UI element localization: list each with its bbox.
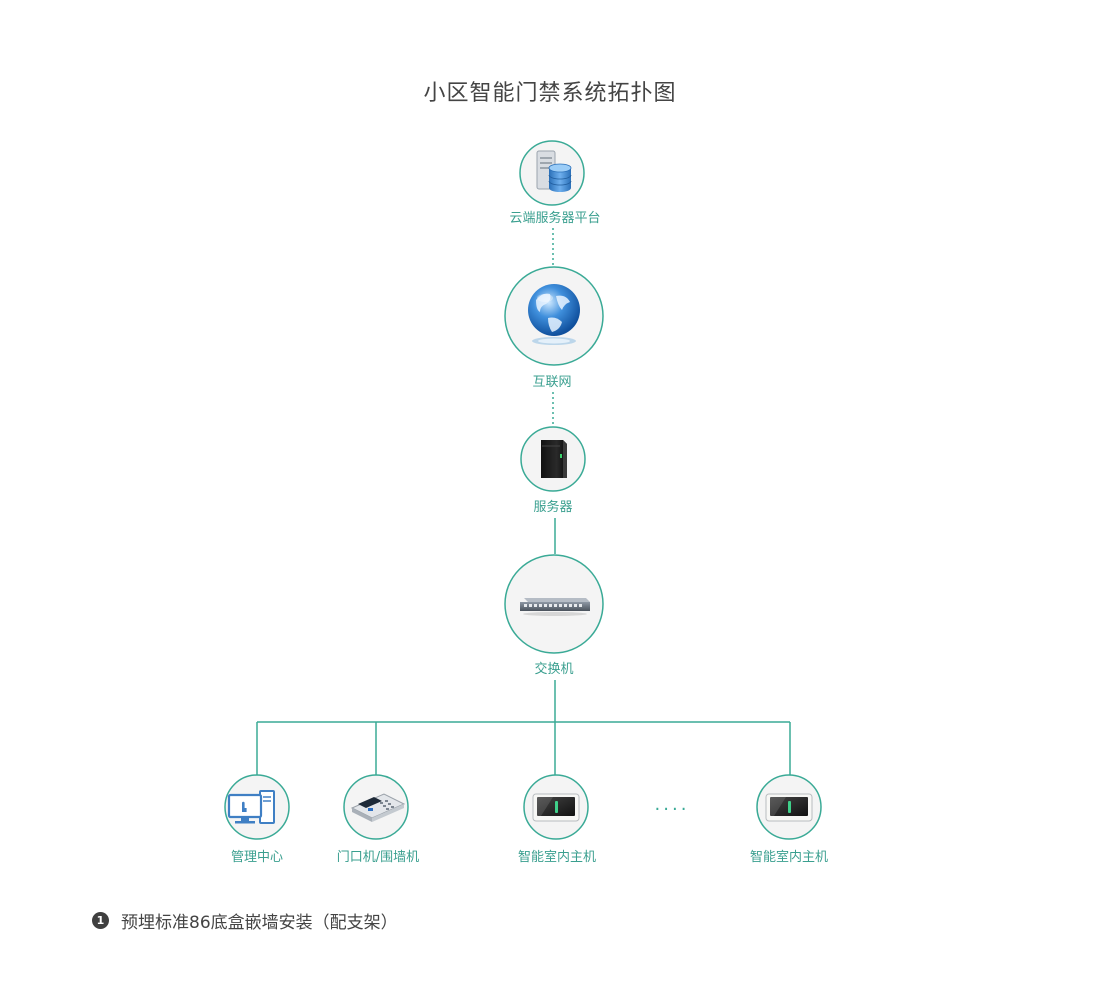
node-label-door: 门口机/围墙机 [337, 850, 419, 865]
node-server: 服务器 [520, 426, 586, 515]
node-label-indoor2: 智能室内主机 [750, 849, 828, 865]
note-number-badge: 1 [92, 911, 109, 929]
indoor-monitor-icon [765, 793, 813, 822]
network-switch-icon [520, 598, 590, 616]
node-label-server: 服务器 [533, 499, 572, 515]
globe-icon [528, 284, 580, 345]
node-internet: 互联网 [504, 266, 604, 390]
note-text: 预埋标准86底盒嵌墙安装（配支架） [121, 912, 398, 933]
node-label-cloud: 云端服务器平台 [509, 210, 600, 226]
door-station-icon [350, 793, 406, 822]
node-label-indoor1: 智能室内主机 [518, 849, 596, 865]
computer-icon [227, 790, 275, 824]
node-label-internet: 互联网 [532, 375, 571, 390]
diagram-title: 小区智能门禁系统拓扑图 [423, 81, 676, 106]
node-door-station: 门口机/围墙机 [337, 774, 419, 865]
database-server-icon [536, 150, 572, 192]
installation-note: 1 预埋标准86底盒嵌墙安装（配支架） [92, 908, 398, 933]
server-tower-icon [541, 440, 567, 478]
more-units-ellipsis: .... [655, 794, 690, 815]
node-indoor-unit-2: 智能室内主机 [750, 774, 828, 865]
node-cloud-server: 云端服务器平台 [509, 140, 601, 226]
indoor-monitor-icon [532, 793, 580, 822]
node-label-mgmt: 管理中心 [231, 850, 283, 865]
node-label-switch: 交换机 [534, 661, 573, 677]
node-switch: 交换机 [504, 554, 604, 677]
node-management-center: 管理中心 [224, 774, 290, 865]
node-indoor-unit-1: 智能室内主机 [518, 774, 596, 865]
